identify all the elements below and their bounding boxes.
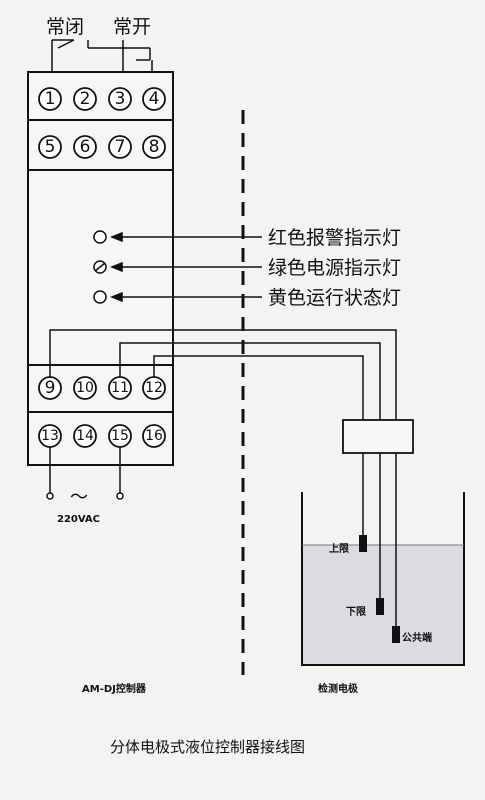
yellow-run-label: 黄色运行状态灯 bbox=[268, 287, 401, 309]
power-leads bbox=[46, 447, 124, 500]
ac-symbol: ～ bbox=[70, 487, 88, 508]
terminal-label: 10 bbox=[76, 380, 94, 396]
red-alarm-lamp bbox=[93, 230, 107, 244]
terminal-4 bbox=[142, 87, 166, 111]
common-probe bbox=[392, 626, 400, 643]
terminal-label: 5 bbox=[45, 137, 56, 157]
terminal-label: 12 bbox=[145, 380, 163, 396]
terminal-label: 3 bbox=[115, 89, 126, 109]
terminal-6 bbox=[73, 135, 97, 159]
terminal-label: 6 bbox=[80, 137, 91, 157]
red-alarm-label: 红色报警指示灯 bbox=[268, 227, 401, 249]
electrode-caption: 检测电极 bbox=[318, 682, 359, 695]
voltage-label: 220VAC bbox=[57, 514, 100, 525]
terminal-label: 14 bbox=[76, 428, 94, 444]
terminal-label: 11 bbox=[111, 380, 129, 396]
terminal-1 bbox=[38, 87, 62, 111]
terminal-label: 8 bbox=[149, 137, 160, 157]
terminal-16 bbox=[142, 424, 166, 448]
terminal-label: 15 bbox=[111, 428, 129, 444]
terminal-label: 4 bbox=[149, 89, 160, 109]
electrode-wires bbox=[49, 329, 397, 420]
terminal-5 bbox=[38, 135, 62, 159]
upper-limit-label: 上限 bbox=[329, 542, 350, 555]
terminal-label: 7 bbox=[115, 137, 126, 157]
controller-caption: AM-DJ控制器 bbox=[82, 682, 147, 695]
common-terminal-label: 公共端 bbox=[402, 631, 432, 644]
terminal-label: 1 bbox=[45, 89, 56, 109]
terminal-8 bbox=[142, 135, 166, 159]
upper-limit-probe bbox=[359, 535, 367, 552]
indicator-arrows bbox=[109, 231, 262, 303]
terminal-label: 9 bbox=[45, 378, 56, 398]
terminal-7 bbox=[108, 135, 132, 159]
junction-box bbox=[342, 419, 414, 454]
terminal-2 bbox=[73, 87, 97, 111]
figure-title: 分体电极式液位控制器接线图 bbox=[110, 738, 305, 756]
terminal-label: 16 bbox=[145, 428, 163, 444]
terminal-10 bbox=[73, 376, 97, 400]
lower-limit-label: 下限 bbox=[346, 606, 367, 618]
terminal-3 bbox=[108, 87, 132, 111]
normally-open-label: 常开 bbox=[113, 16, 151, 38]
terminal-label: 2 bbox=[80, 89, 91, 109]
lower-limit-probe bbox=[376, 598, 384, 615]
terminal-label: 13 bbox=[41, 428, 59, 444]
normally-closed-label: 常闭 bbox=[46, 16, 84, 38]
yellow-run-lamp bbox=[93, 290, 107, 304]
terminal-14 bbox=[73, 424, 97, 448]
green-power-label: 绿色电源指示灯 bbox=[268, 257, 401, 279]
tank-outline bbox=[301, 492, 465, 666]
